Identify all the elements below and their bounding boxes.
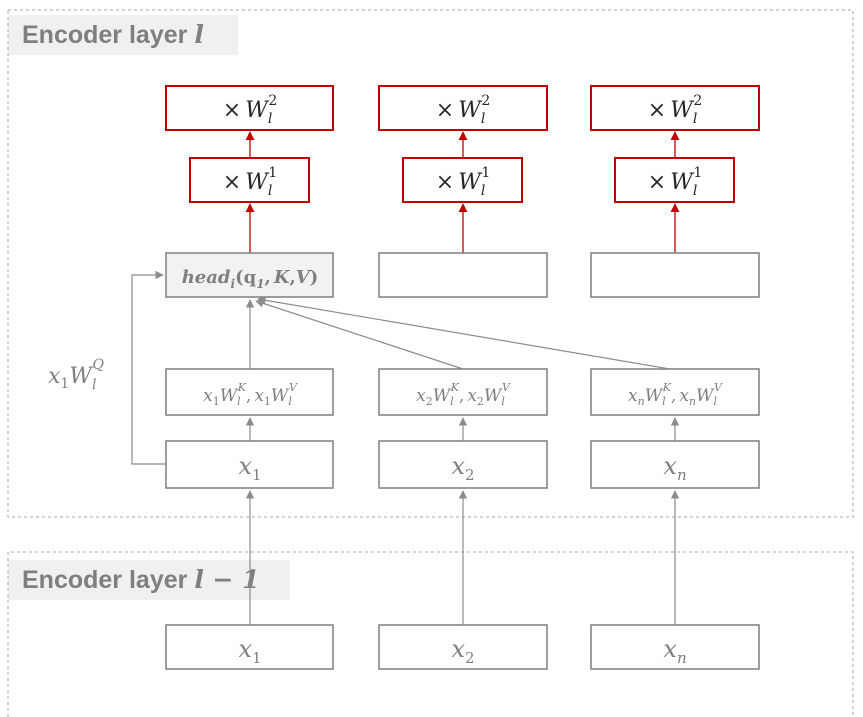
query-label: x1WlQ — [48, 357, 104, 393]
upper-layer-frame — [7, 9, 854, 518]
w2-text-1: ×Wl2 — [223, 93, 277, 127]
lower-layer-frame — [7, 551, 854, 717]
arrow-kvn-to-head — [257, 296, 671, 370]
lower-layer-label: Encoder layer l − 1 — [8, 560, 290, 600]
w2-text-3: ×Wl2 — [648, 93, 702, 127]
w1-box-3 — [614, 157, 735, 203]
w2-box-2 — [378, 85, 548, 131]
lower-layer-index: l − 1 — [194, 565, 260, 594]
kv-text-1: x1WlK,x1WlV — [203, 381, 298, 408]
w1-box-2 — [402, 157, 523, 203]
head-text-1: headi(q1,K,V) — [182, 267, 319, 291]
prev-x-box-1 — [165, 624, 334, 670]
prev-x-text-2: x2 — [451, 635, 474, 667]
prev-x-text-1: x1 — [238, 635, 261, 667]
kv-box-1 — [165, 368, 334, 416]
head-box-2 — [378, 252, 548, 298]
kv-box-2 — [378, 368, 548, 416]
x-box-3 — [590, 440, 760, 489]
head-box-1 — [165, 252, 334, 298]
head-box-3 — [590, 252, 760, 298]
lower-layer-title: Encoder layer — [22, 566, 195, 594]
x-text-3: xn — [663, 452, 686, 484]
column-1: ×Wl2 ×Wl1 headi(q1,K,V) x1WlK,x1WlV x1 — [165, 85, 334, 670]
x-box-2 — [378, 440, 548, 489]
kv-text-2: x2WlK,x2WlV — [416, 381, 511, 408]
prev-x-box-3 — [590, 624, 760, 670]
w1-box-1 — [189, 157, 310, 203]
w1-text-2: ×Wl1 — [436, 165, 490, 199]
upper-layer-title: Encoder layer — [22, 21, 195, 49]
x-text-2: x2 — [451, 452, 474, 484]
column-2: ×Wl2 ×Wl1 x2WlK,x2WlV x2 x2 — [378, 85, 548, 670]
arrow-query-x1-to-head — [131, 270, 166, 465]
x-text-1: x1 — [238, 452, 261, 484]
upper-layer-index: l — [194, 20, 204, 49]
w2-box-3 — [590, 85, 760, 131]
w1-text-1: ×Wl1 — [223, 165, 277, 199]
prev-x-box-2 — [378, 624, 548, 670]
w2-box-1 — [165, 85, 334, 131]
w1-text-3: ×Wl1 — [648, 165, 702, 199]
kv-box-3 — [590, 368, 760, 416]
upper-layer-label: Encoder layer l — [8, 15, 238, 55]
w2-text-2: ×Wl2 — [436, 93, 490, 127]
kv-text-3: xnWlK,xnWlV — [628, 381, 723, 408]
arrow-kv2-to-head — [255, 299, 464, 370]
prev-x-text-3: xn — [663, 635, 686, 667]
column-3: ×Wl2 ×Wl1 xnWlK,xnWlV xn xn — [590, 85, 760, 670]
